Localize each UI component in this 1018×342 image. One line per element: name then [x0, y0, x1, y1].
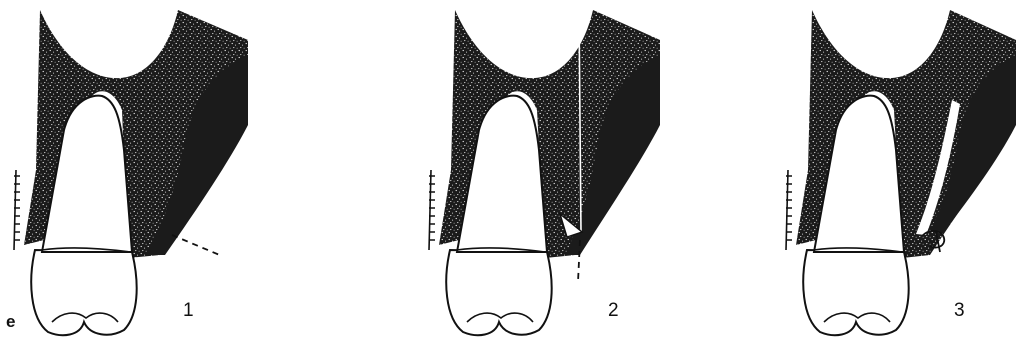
crown-outline [803, 250, 908, 335]
crown-outline [446, 250, 551, 335]
incision-line [172, 235, 222, 256]
panel-1 [14, 10, 248, 335]
panel-letter: e [6, 312, 15, 332]
panel-3 [786, 10, 1016, 335]
panel-2 [429, 10, 660, 335]
step-number-2: 2 [608, 300, 619, 322]
step-number-3: 3 [954, 300, 965, 322]
crown-outline [31, 250, 136, 335]
step-number-1: 1 [183, 300, 194, 322]
palatal-gingiva-serration [786, 170, 788, 250]
palatal-gingiva-serration [14, 170, 16, 250]
palatal-gingiva-serration [429, 170, 431, 250]
